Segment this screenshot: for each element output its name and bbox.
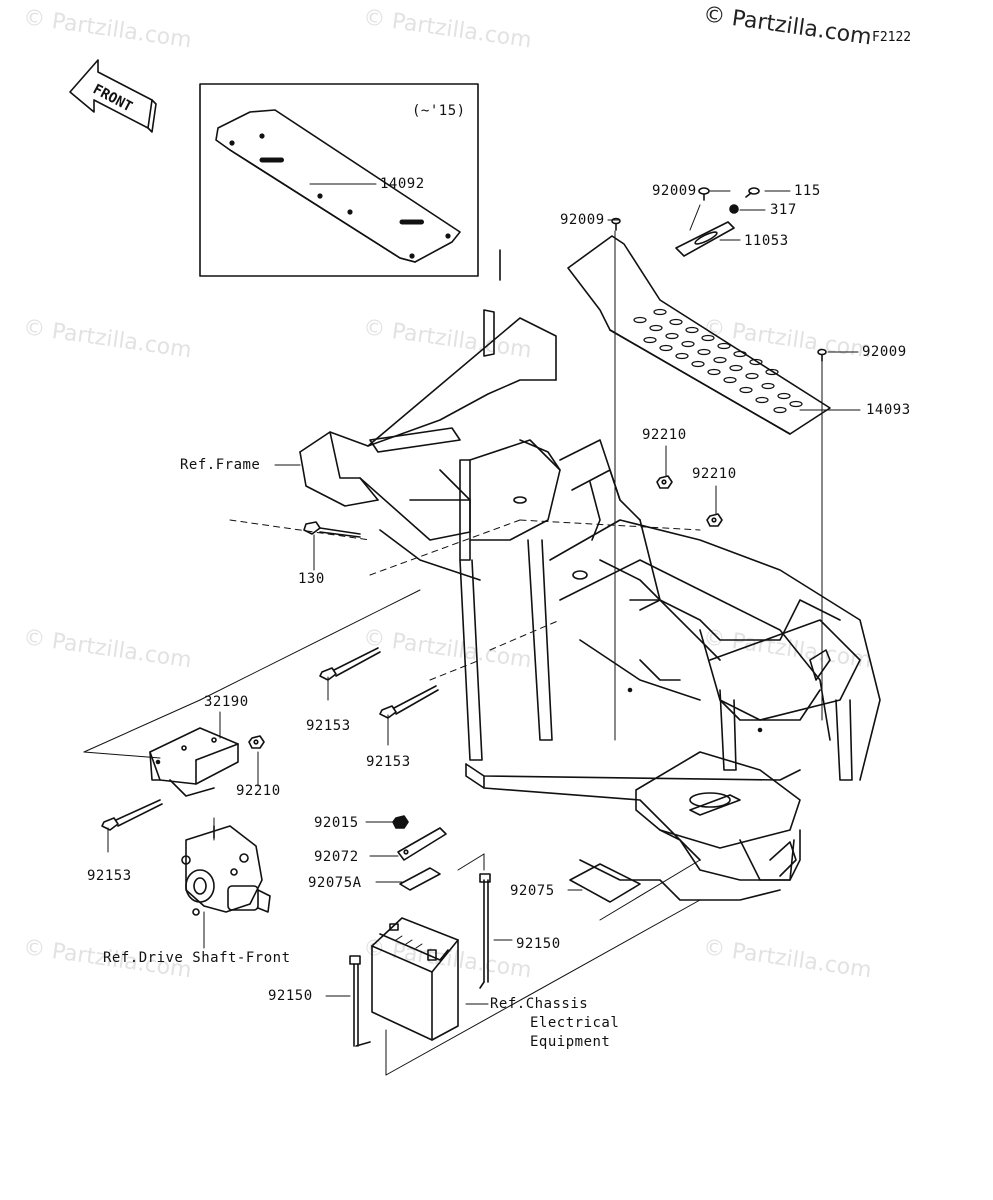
- callout-14092: 14092: [380, 176, 425, 192]
- vehicle-frame: [299, 249, 881, 901]
- pad-92075: [569, 863, 641, 903]
- nut-92210-icon: [656, 475, 673, 489]
- bolt-92153-icon: [101, 799, 163, 831]
- bolt-92153-icon: [379, 685, 439, 719]
- callout-92009: 92009: [862, 344, 907, 360]
- inset-frame: [199, 83, 479, 277]
- callout-92150: 92150: [268, 988, 313, 1004]
- ref-chassis-label: Equipment: [530, 1034, 611, 1050]
- bolt-115-icon: [745, 187, 760, 198]
- bolt-92009-icon: [817, 348, 827, 362]
- ref-drive-shaft-label: Ref.Drive Shaft-Front: [103, 950, 291, 966]
- figure-id: F2122: [872, 30, 912, 45]
- front-differential: [181, 825, 271, 916]
- callout-92153: 92153: [87, 868, 132, 884]
- nut-92210-icon: [248, 735, 265, 749]
- inset-variant-note: (~'15): [412, 103, 466, 119]
- battery: [371, 917, 459, 1041]
- callout-92210: 92210: [642, 427, 687, 443]
- callout-11053: 11053: [744, 233, 789, 249]
- nut-92015-icon: [392, 815, 409, 829]
- callout-32190: 32190: [204, 694, 249, 710]
- plate-92072: [397, 827, 447, 861]
- inset-skid-plate-14092: [215, 109, 461, 263]
- nut-317-icon: [729, 204, 739, 214]
- leader-lines: [83, 190, 861, 1076]
- front-arrow-icon: FRONT: [69, 59, 157, 133]
- rod-92150: [479, 873, 491, 989]
- callout-92210: 92210: [692, 466, 737, 482]
- assembly-lines: [229, 519, 701, 681]
- ref-frame-label: Ref.Frame: [180, 457, 261, 473]
- nut-92210-icon: [706, 513, 723, 527]
- bolt-130-icon: [303, 521, 361, 538]
- guard-plate-14093: [567, 235, 831, 435]
- callout-92009: 92009: [560, 212, 605, 228]
- bracket-11053: [675, 221, 735, 257]
- callout-92153: 92153: [366, 754, 411, 770]
- callout-92075A: 92075A: [308, 875, 362, 891]
- callout-317: 317: [770, 202, 797, 218]
- callout-92009: 92009: [652, 183, 697, 199]
- callout-14093: 14093: [866, 402, 911, 418]
- callout-92150: 92150: [516, 936, 561, 952]
- pad-92075A: [399, 867, 441, 891]
- bolt-92153-icon: [319, 647, 381, 681]
- ref-chassis-label: Ref.Chassis: [490, 996, 589, 1012]
- callout-92153: 92153: [306, 718, 351, 734]
- rod-92150: [349, 955, 371, 1047]
- callout-115: 115: [794, 183, 821, 199]
- ref-chassis-label: Electrical: [530, 1015, 620, 1031]
- bracket-32190: [149, 727, 239, 797]
- callout-130: 130: [298, 571, 325, 587]
- callout-92015: 92015: [314, 815, 359, 831]
- callout-92075: 92075: [510, 883, 555, 899]
- callout-92210: 92210: [236, 783, 281, 799]
- bolt-92009-icon: [611, 217, 621, 231]
- callout-92072: 92072: [314, 849, 359, 865]
- bolt-92009-icon: [698, 187, 710, 201]
